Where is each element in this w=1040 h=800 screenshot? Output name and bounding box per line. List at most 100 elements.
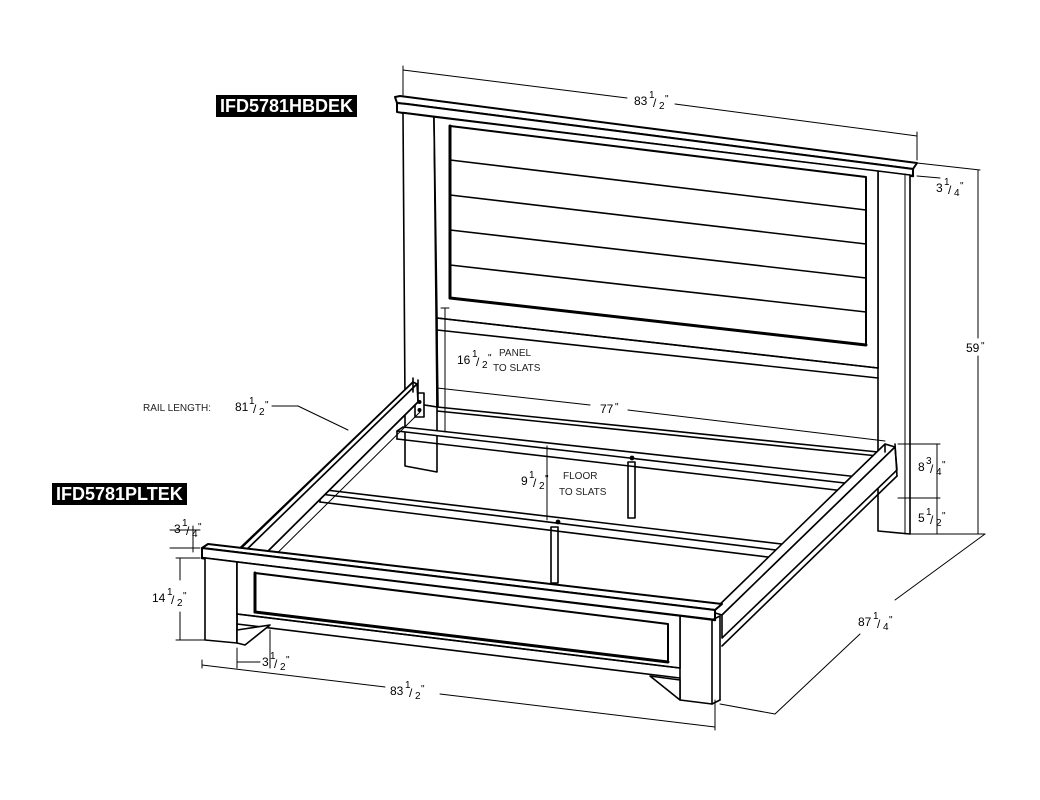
dim-unit: "	[942, 511, 946, 522]
platform-model-label: IFD5781PLTEK	[52, 483, 187, 505]
headboard-board-line	[449, 159, 867, 211]
dim-whole: 3	[936, 181, 943, 195]
dim-den: 4	[192, 529, 198, 540]
dim-note-line1: FLOOR	[563, 471, 597, 482]
dimension-labels: 83 1 / 2 " 3 1 / 4 " 59 " 16 1	[143, 90, 985, 702]
dim-prefix: RAIL LENGTH:	[143, 403, 211, 414]
dim-whole: 83	[634, 94, 648, 108]
dim-slash: /	[171, 593, 175, 607]
dim-den: 2	[280, 662, 286, 673]
dim-panel-to-slats: 16 1 / 2 " PANEL TO SLATS	[457, 348, 541, 374]
dim-footboard-cap: 3 1 / 4 "	[174, 518, 202, 540]
dim-whole: 16	[457, 353, 471, 367]
dim-num: 3	[926, 456, 932, 467]
dim-den: 2	[936, 518, 942, 529]
dim-whole: 59	[966, 341, 980, 355]
dim-unit: "	[183, 591, 187, 602]
dim-unit: "	[981, 341, 985, 352]
dim-unit: "	[421, 684, 425, 695]
dim-inner-width: 77 "	[600, 402, 619, 416]
dim-foot-leg-width: 3 1 / 2 "	[262, 651, 290, 673]
dim-headboard-height: 59 "	[966, 341, 985, 355]
dim-den: 4	[936, 467, 942, 478]
dim-footboard-height: 14 1 / 2 "	[152, 587, 187, 609]
dim-slash: /	[476, 355, 480, 369]
dim-whole: 5	[918, 511, 925, 525]
dim-slash: /	[186, 524, 190, 538]
headboard	[394, 95, 918, 535]
headboard-board-line	[449, 194, 867, 245]
dim-note-line1: PANEL	[499, 348, 531, 359]
dim-rail-length: RAIL LENGTH: 81 1 / 2 "	[143, 396, 269, 418]
dim-whole: 8	[918, 460, 925, 474]
dim-whole: 9	[521, 474, 528, 488]
dim-slash: /	[877, 617, 881, 631]
dim-slash: /	[274, 657, 278, 671]
dim-unit: "	[665, 94, 669, 105]
dim-unit: "	[960, 181, 964, 192]
dim-num: 1	[944, 177, 950, 188]
dim-den: 4	[954, 188, 960, 199]
dim-side-rail-height: 8 3 / 4 "	[918, 456, 946, 478]
headboard-model-label: IFD5781HBDEK	[216, 95, 358, 117]
dim-slash: /	[253, 402, 257, 416]
dim-den: 2	[659, 101, 665, 112]
dim-rail-clearance: 5 1 / 2 "	[918, 507, 946, 529]
dim-num: 1	[182, 518, 188, 529]
dim-num: 1	[249, 396, 255, 407]
footboard	[200, 543, 723, 705]
dim-unit: "	[488, 353, 492, 364]
dim-slash: /	[930, 462, 934, 476]
dim-den: 2	[177, 598, 183, 609]
headboard-board-line	[449, 264, 867, 313]
dim-whole: 3	[174, 522, 181, 536]
dim-note-line2: TO SLATS	[493, 363, 541, 374]
dim-unit: "	[198, 522, 202, 533]
dim-headboard-width: 83 1 / 2 "	[634, 90, 669, 112]
dim-headboard-cap: 3 1 / 4 "	[936, 177, 964, 199]
dim-unit: "	[942, 460, 946, 471]
dim-num: 1	[167, 587, 173, 598]
dim-num: 1	[926, 507, 932, 518]
headboard-left-post	[402, 112, 438, 408]
dim-unit: "	[615, 402, 619, 413]
dim-num: 1	[270, 651, 276, 662]
dim-slash: /	[930, 513, 934, 527]
dim-num: 1	[472, 349, 478, 360]
dim-whole: 77	[600, 402, 614, 416]
dim-unit: "	[545, 474, 549, 485]
headboard-board-line	[449, 229, 867, 279]
dim-den: 2	[415, 691, 421, 702]
dim-whole: 14	[152, 591, 166, 605]
dim-num: 1	[873, 611, 879, 622]
dim-unit: "	[889, 615, 893, 626]
dim-slash: /	[948, 183, 952, 197]
dim-num: 1	[649, 90, 655, 101]
dim-slash: /	[409, 686, 413, 700]
dim-num: 1	[529, 470, 535, 481]
footboard-right-leg	[679, 615, 713, 705]
dim-den: 2	[539, 481, 545, 492]
right-side-rail	[711, 443, 898, 647]
dimension-lines	[169, 65, 986, 731]
dim-whole: 87	[858, 615, 872, 629]
dim-den: 4	[883, 622, 889, 633]
center-supports	[550, 461, 636, 584]
dim-unit: "	[265, 400, 269, 411]
dim-overall-length: 87 1 / 4 "	[858, 611, 893, 633]
dim-whole: 81	[235, 400, 249, 414]
dim-unit: "	[286, 655, 290, 666]
footboard-left-leg	[204, 557, 238, 644]
dim-num: 1	[405, 680, 411, 691]
dim-footboard-width: 83 1 / 2 "	[390, 680, 425, 702]
dim-den: 2	[482, 360, 488, 371]
dim-den: 2	[259, 407, 265, 418]
dim-slash: /	[533, 476, 537, 490]
dim-floor-to-slats: 9 1 / 2 " FLOOR TO SLATS	[521, 470, 607, 498]
dim-whole: 83	[390, 684, 404, 698]
dim-note-line2: TO SLATS	[559, 487, 607, 498]
dim-whole: 3	[262, 655, 269, 669]
dim-slash: /	[653, 96, 657, 110]
